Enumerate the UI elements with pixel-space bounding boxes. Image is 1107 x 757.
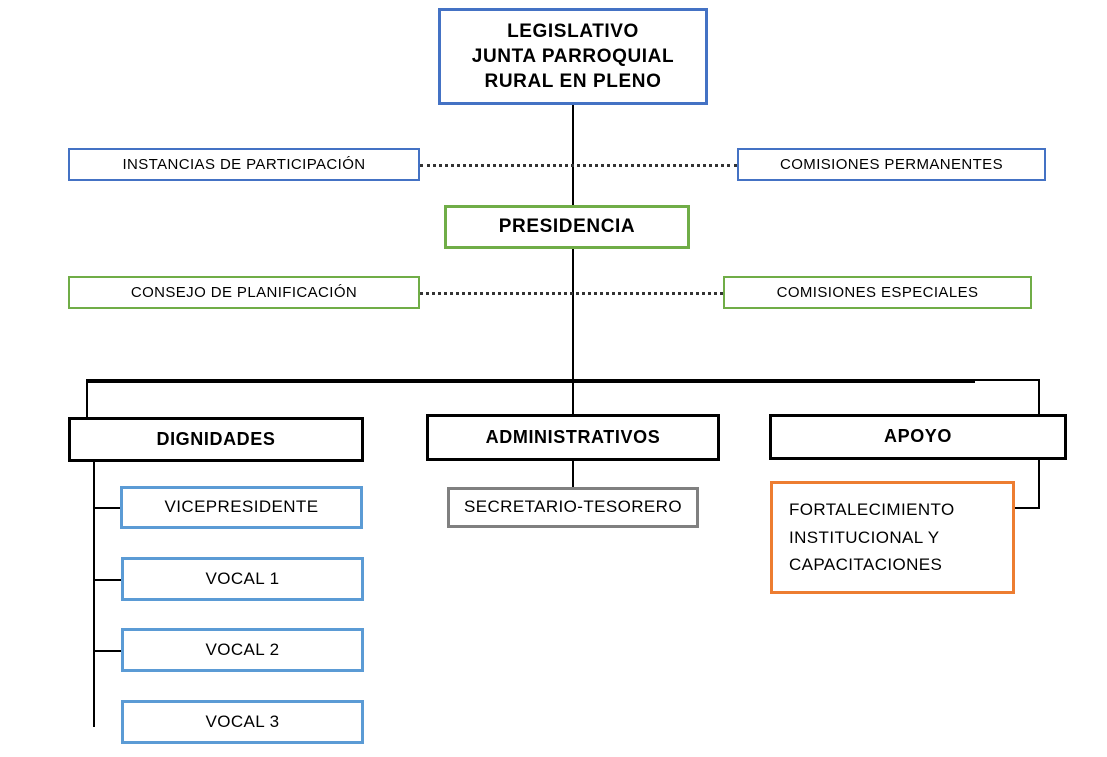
- connector-stub-vicepresidente: [93, 507, 121, 509]
- node-administrativos[interactable]: ADMINISTRATIVOS: [426, 414, 720, 461]
- connector-presidencia-trunk: [572, 249, 574, 382]
- node-presidencia[interactable]: PRESIDENCIA: [444, 205, 690, 249]
- connector-stub-vocal-2: [93, 650, 121, 652]
- node-legislativo-label: LEGISLATIVO JUNTA PARROQUIAL RURAL EN PL…: [471, 20, 675, 93]
- node-instancias-participacion-label: INSTANCIAS DE PARTICIPACIÓN: [122, 155, 366, 173]
- node-dignidades-label: DIGNIDADES: [156, 428, 276, 449]
- node-comisiones-especiales[interactable]: COMISIONES ESPECIALES: [723, 276, 1032, 309]
- node-dignidades[interactable]: DIGNIDADES: [68, 417, 364, 462]
- node-vocal-2[interactable]: VOCAL 2: [121, 628, 364, 672]
- node-fortalecimiento[interactable]: FORTALECIMIENTO INSTITUCIONAL Y CAPACITA…: [770, 481, 1015, 594]
- node-secretario-tesorero-label: SECRETARIO-TESORERO: [464, 497, 682, 517]
- node-vocal-1-label: VOCAL 1: [205, 568, 280, 588]
- node-comisiones-permanentes-label: COMISIONES PERMANENTES: [780, 155, 1003, 173]
- connector-dotted-participacion: [420, 164, 737, 167]
- connector-bar-right-extension: [971, 379, 1040, 381]
- node-consejo-planificacion[interactable]: CONSEJO DE PLANIFICACIÓN: [68, 276, 420, 309]
- node-vocal-3-label: VOCAL 3: [205, 711, 280, 731]
- connector-dignidades-spine: [93, 462, 95, 727]
- node-vicepresidente[interactable]: VICEPRESIDENTE: [120, 486, 363, 529]
- connector-dotted-planificacion: [420, 292, 723, 295]
- connector-bar-to-apoyo: [1038, 379, 1040, 415]
- connector-stub-fortalecimiento: [1014, 507, 1040, 509]
- node-legislativo[interactable]: LEGISLATIVO JUNTA PARROQUIAL RURAL EN PL…: [438, 8, 708, 105]
- connector-apoyo-spine: [1038, 460, 1040, 508]
- connector-bar-to-administrativos: [572, 379, 574, 415]
- node-secretario-tesorero[interactable]: SECRETARIO-TESORERO: [447, 487, 699, 528]
- node-comisiones-especiales-label: COMISIONES ESPECIALES: [776, 283, 979, 301]
- connector-distribution-bar: [86, 379, 975, 383]
- node-vicepresidente-label: VICEPRESIDENTE: [164, 497, 319, 517]
- node-vocal-2-label: VOCAL 2: [205, 639, 280, 659]
- node-apoyo[interactable]: APOYO: [769, 414, 1067, 460]
- node-consejo-planificacion-label: CONSEJO DE PLANIFICACIÓN: [130, 283, 358, 301]
- node-vocal-3[interactable]: VOCAL 3: [121, 700, 364, 744]
- node-administrativos-label: ADMINISTRATIVOS: [485, 426, 661, 447]
- node-apoyo-label: APOYO: [883, 426, 952, 447]
- node-vocal-1[interactable]: VOCAL 1: [121, 557, 364, 601]
- connector-legislativo-presidencia: [572, 105, 574, 205]
- connector-stub-vocal-1: [93, 579, 121, 581]
- node-comisiones-permanentes[interactable]: COMISIONES PERMANENTES: [737, 148, 1046, 181]
- connector-administrativos-secretario: [572, 461, 574, 487]
- node-instancias-participacion[interactable]: INSTANCIAS DE PARTICIPACIÓN: [68, 148, 420, 181]
- node-fortalecimiento-label: FORTALECIMIENTO INSTITUCIONAL Y CAPACITA…: [789, 500, 955, 575]
- node-presidencia-label: PRESIDENCIA: [498, 216, 636, 238]
- connector-bar-to-dignidades: [86, 379, 88, 419]
